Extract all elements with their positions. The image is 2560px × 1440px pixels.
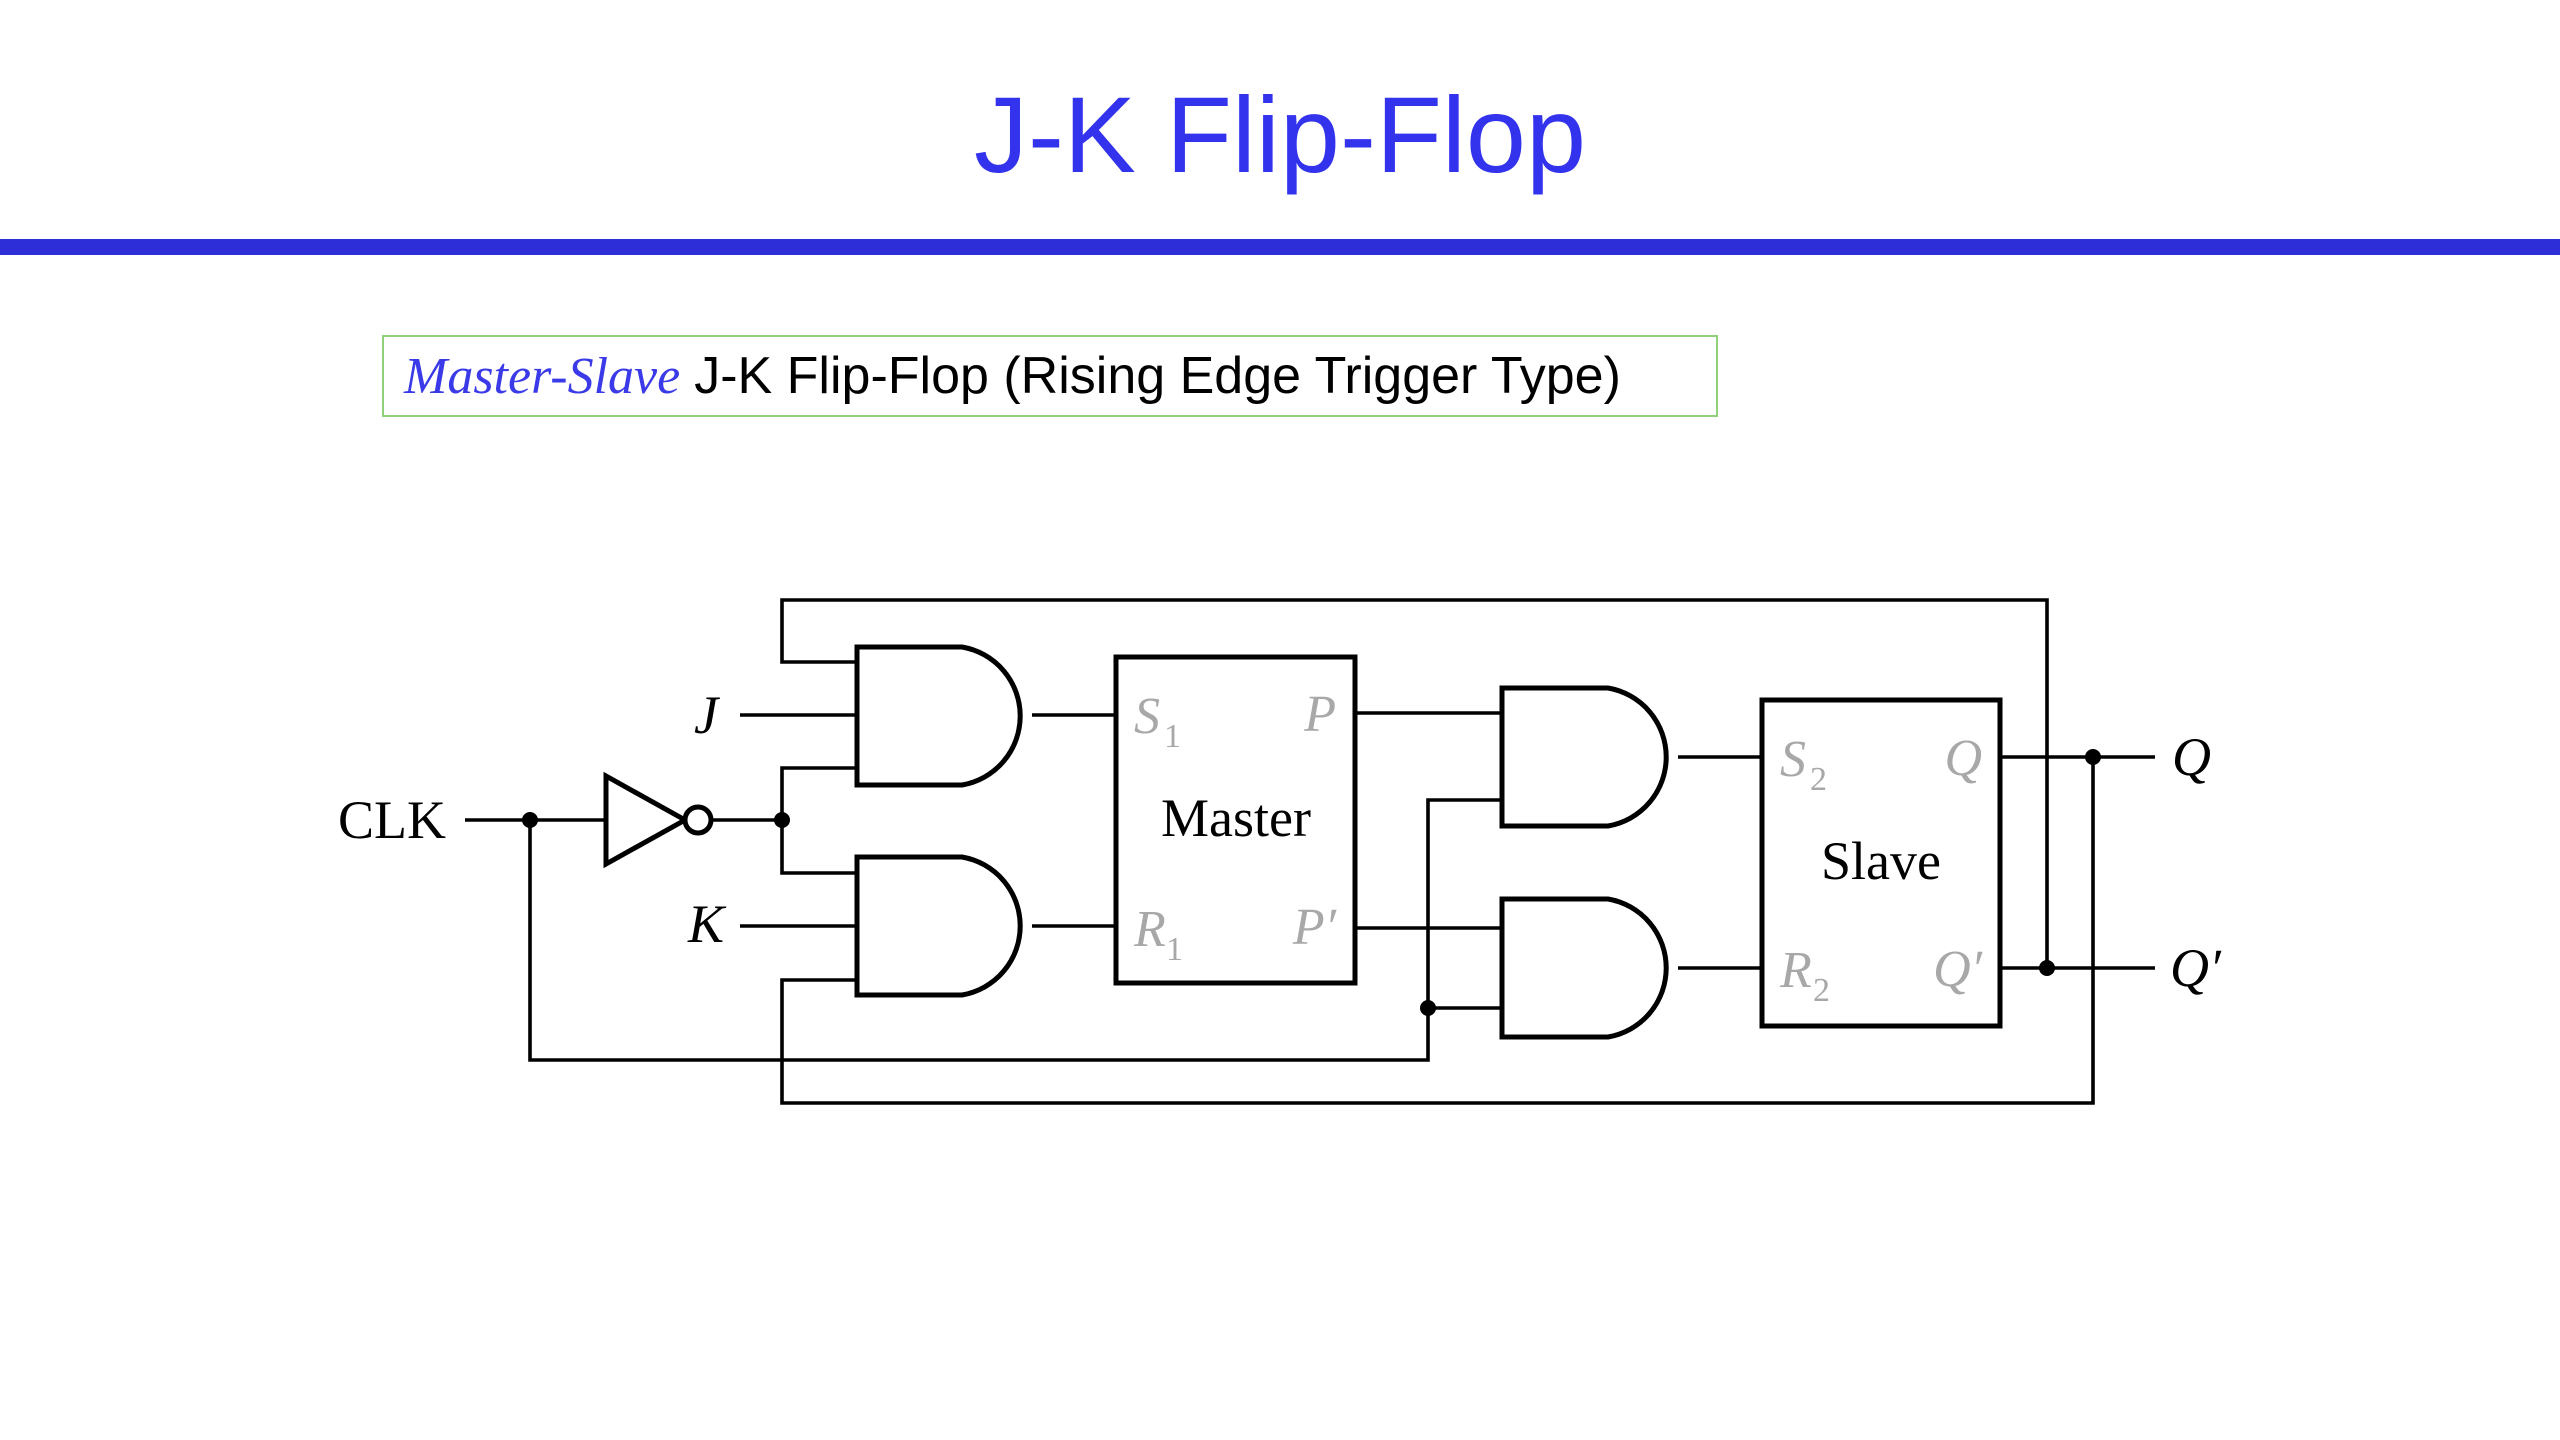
and-gate-master-upper xyxy=(854,644,1023,788)
clk-input-label: CLK xyxy=(338,790,446,850)
slave-r-pin: R xyxy=(1779,942,1812,999)
and-gate-slave-upper xyxy=(1499,685,1669,829)
inverted-clk-branch xyxy=(780,766,857,875)
slave-qprime-pin: Q′ xyxy=(1933,941,1984,998)
clk-slave-junction xyxy=(1420,1000,1436,1016)
slave-q-pin: Q xyxy=(1944,730,1982,787)
master-label: Master xyxy=(1161,788,1311,848)
inverted-clk-junction xyxy=(774,812,790,828)
master-pprime-pin: P′ xyxy=(1292,899,1338,956)
q-junction xyxy=(2085,749,2101,765)
slave-r-sub: 2 xyxy=(1813,972,1830,1009)
qprime-junction xyxy=(2039,960,2055,976)
and-gate-master-lower xyxy=(854,854,1023,998)
master-latch: Master S 1 R 1 P P′ xyxy=(1113,654,1358,986)
junctions xyxy=(522,749,2101,1016)
slave-s-sub: 2 xyxy=(1810,761,1827,798)
slave-s-pin: S xyxy=(1780,731,1806,788)
title-divider xyxy=(0,239,2560,255)
caption-box: Master-Slave J-K Flip-Flop (Rising Edge … xyxy=(382,335,1718,417)
wiring xyxy=(465,598,2155,1105)
caption-emphasis: Master-Slave xyxy=(404,347,681,405)
master-s-pin: S xyxy=(1134,688,1160,745)
master-r-sub: 1 xyxy=(1166,931,1183,968)
q-output-label: Q xyxy=(2172,727,2211,787)
k-input-label: K xyxy=(687,894,727,954)
caption-text: J-K Flip-Flop (Rising Edge Trigger Type) xyxy=(694,347,1621,405)
feedback-q-wire xyxy=(780,757,2095,1105)
and-gate-slave-lower xyxy=(1499,896,1669,1040)
clk-junction xyxy=(522,812,538,828)
master-s-sub: 1 xyxy=(1164,718,1181,755)
feedback-qprime-wire xyxy=(780,598,2049,968)
qprime-output-label: Q′ xyxy=(2170,938,2222,998)
j-input-label: J xyxy=(694,685,721,745)
not-gate xyxy=(603,771,714,869)
slave-latch: Slave S 2 R 2 Q Q′ xyxy=(1759,697,2003,1029)
master-r-pin: R xyxy=(1133,901,1166,958)
slave-label: Slave xyxy=(1821,831,1941,891)
slide-title: J-K Flip-Flop xyxy=(973,74,1587,195)
master-p-pin: P xyxy=(1303,686,1336,743)
clk-loop-wire xyxy=(528,798,1502,1062)
